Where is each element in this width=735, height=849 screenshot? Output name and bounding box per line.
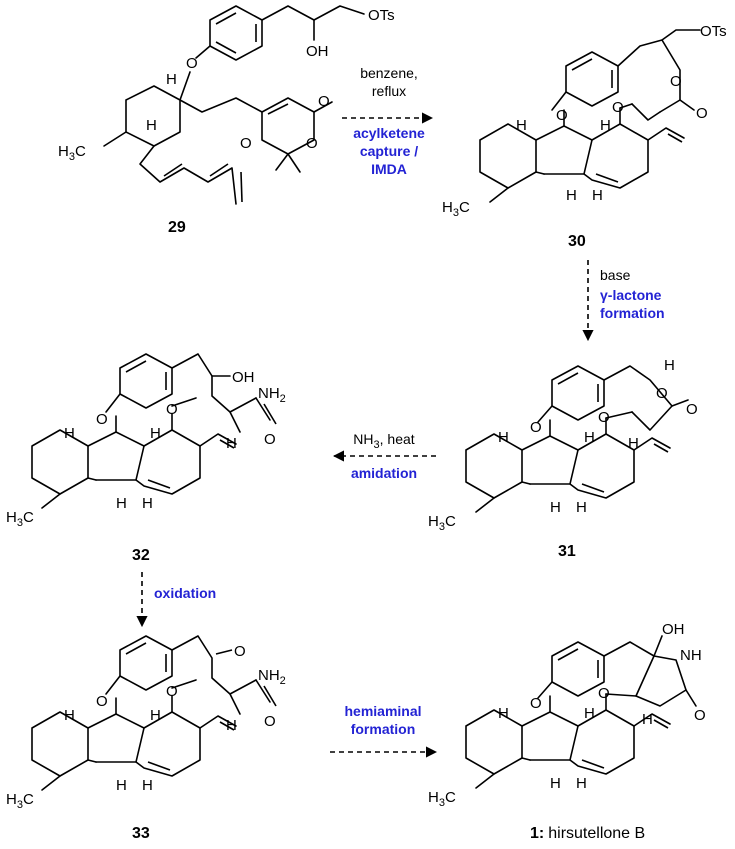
compound-32-label: 32	[132, 547, 150, 564]
ether-o-label-31: O	[530, 419, 542, 436]
step2-keyword-1: γ-lactone	[600, 287, 662, 303]
step1-keyword-3: IMDA	[371, 161, 407, 177]
oh-label-29: OH	[306, 43, 329, 60]
step3-keyword: amidation	[351, 465, 417, 481]
methyl-label-30: H3C	[442, 199, 470, 219]
ring-o2-label-29: O	[306, 135, 318, 152]
compound-1-label: 1:hirsutellone B	[530, 825, 645, 842]
carbonyl-o-label-29: O	[318, 93, 330, 110]
ots-label-30: OTs	[700, 23, 727, 40]
h4-label-30: H	[592, 187, 603, 204]
h2-label-1: H	[584, 705, 595, 722]
methyl-label-31: H3C	[428, 513, 456, 533]
compound-32-structure	[31, 353, 277, 509]
nh2-label-33: NH2	[258, 667, 286, 687]
ring-o1-label-29: O	[240, 135, 252, 152]
oh-label-32: OH	[232, 369, 255, 386]
ring-o-label-31: O	[656, 385, 668, 402]
step2-keyword-2: formation	[600, 305, 665, 321]
h2-label-32: H	[150, 425, 161, 442]
compound-33-structure	[31, 635, 277, 791]
h1-label-32: H	[64, 425, 75, 442]
h3-label-30: H	[566, 187, 577, 204]
ketone-o-label-32: O	[166, 401, 178, 418]
ether-o-label-1: O	[530, 695, 542, 712]
amide-o-label-33: O	[264, 713, 276, 730]
compound-30-label: 30	[568, 233, 586, 250]
amide-o-label-32: O	[264, 431, 276, 448]
compound-33-label: 33	[132, 825, 150, 842]
methyl-label-29: H3C	[58, 143, 86, 163]
step1-reagent-1: benzene,	[360, 65, 418, 81]
carbonyl-o-label-30: O	[696, 105, 708, 122]
compound-30-structure	[479, 29, 701, 203]
ether-o-label-32: O	[96, 411, 108, 428]
h3-label-33: H	[116, 777, 127, 794]
h1-label-31: H	[498, 429, 509, 446]
step5-keyword-1: hemiaminal	[344, 703, 421, 719]
step3-reagent: NH3, heat	[353, 431, 414, 451]
ketone-o-label-1: O	[598, 685, 610, 702]
ether-o-label-29: O	[186, 55, 198, 72]
h-alpha-label-33: H	[226, 717, 237, 734]
h-label-29: H	[166, 71, 177, 88]
compound-29-structure	[103, 5, 365, 205]
h1-label-33: H	[64, 707, 75, 724]
h-alpha-label-32: H	[226, 435, 237, 452]
ether-o-label-33: O	[96, 693, 108, 710]
methyl-label-32: H3C	[6, 509, 34, 529]
h2-label-30: H	[600, 117, 611, 134]
h4-label-33: H	[142, 777, 153, 794]
methyl-label-1: H3C	[428, 789, 456, 809]
carbonyl-o-label-31: O	[686, 401, 698, 418]
ketone-o-label-30: O	[612, 99, 624, 116]
ots-label-29: OTs	[368, 7, 395, 24]
methyl-label-33: H3C	[6, 791, 34, 811]
step5-keyword-2: formation	[351, 721, 416, 737]
h4-label-32: H	[142, 495, 153, 512]
h-label-29b: H	[146, 117, 157, 134]
oh-label-1: OH	[662, 621, 685, 638]
compound-29-label: 29	[168, 219, 186, 236]
h3-label-1: H	[550, 775, 561, 792]
step1-keyword-2: capture /	[360, 143, 418, 159]
ketone-o-top-label-33: O	[234, 643, 246, 660]
nh-label-1: NH	[680, 647, 702, 664]
h2-label-33: H	[150, 707, 161, 724]
ketone-o-label-33: O	[166, 683, 178, 700]
h-top-label-31: H	[664, 357, 675, 374]
h4-label-1: H	[576, 775, 587, 792]
h2-label-31: H	[584, 429, 595, 446]
ring-o-label-30: O	[670, 73, 682, 90]
h1-label-1: H	[498, 705, 509, 722]
ketone-o-label-31: O	[598, 409, 610, 426]
step4-keyword: oxidation	[154, 585, 216, 601]
compound-31-structure	[465, 365, 689, 513]
compound-31-label: 31	[558, 543, 576, 560]
h-alpha-label-1: H	[642, 711, 653, 728]
h-alpha-label-31: H	[628, 435, 639, 452]
h4-label-31: H	[576, 499, 587, 516]
h3-label-32: H	[116, 495, 127, 512]
ether-o-label-30: O	[556, 107, 568, 124]
nh2-label-32: NH2	[258, 385, 286, 405]
step1-reagent-2: reflux	[372, 83, 406, 99]
lactam-o-label-1: O	[694, 707, 706, 724]
step2-reagent-1: base	[600, 267, 631, 283]
step1-keyword-1: acylketene	[353, 125, 425, 141]
h1-label-30: H	[516, 117, 527, 134]
h3-label-31: H	[550, 499, 561, 516]
compound-1-structure	[465, 635, 697, 789]
